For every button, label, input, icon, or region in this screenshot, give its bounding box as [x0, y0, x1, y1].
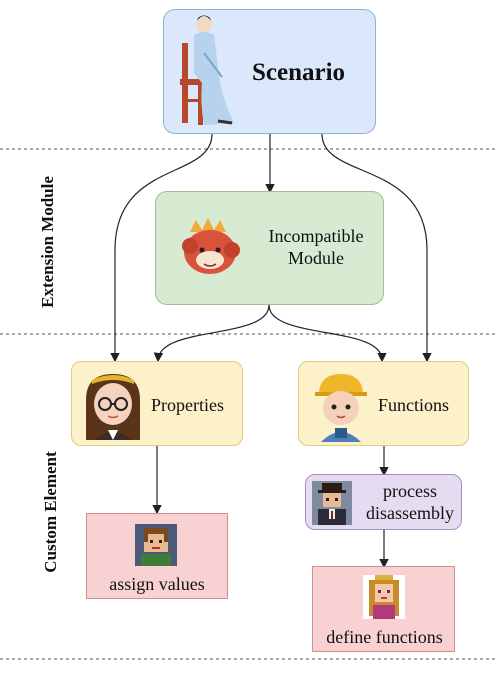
arrow-module-functions: [268, 304, 387, 363]
girl-glasses-icon: [86, 374, 140, 440]
boy-cap-icon: [315, 374, 367, 442]
incompatible-module-node: Incompatible Module: [155, 191, 384, 305]
princess-pixel-icon: [363, 575, 405, 619]
properties-label: Properties: [151, 395, 224, 415]
functions-label: Functions: [378, 395, 450, 415]
arrow-scenario-functions: [321, 133, 432, 363]
arrow-module-properties: [153, 304, 270, 363]
process-disassembly-label: process disassembly: [366, 481, 454, 523]
arrow-scenario-properties: [110, 133, 213, 363]
gentleman-pixel-icon: [312, 481, 352, 525]
process-disassembly-node: process disassembly: [305, 474, 462, 530]
define-functions-node: define functions: [312, 566, 455, 652]
scenario-node: Scenario: [163, 9, 376, 134]
lady-chair-icon: [180, 15, 234, 125]
dragon-icon: [182, 218, 240, 274]
scenario-label: Scenario: [252, 59, 346, 86]
define-functions-label: define functions: [326, 627, 443, 647]
properties-node: Properties: [71, 361, 243, 446]
assign-values-node: assign values: [86, 513, 228, 599]
functions-node: Functions: [298, 361, 469, 446]
assign-values-label: assign values: [109, 574, 205, 594]
boy-pixel-icon: [135, 524, 177, 566]
incompatible-module-label: Incompatible Module: [268, 226, 364, 268]
section-label-extension-module: Extension Module: [38, 176, 57, 308]
section-label-custom-element: Custom Element: [41, 451, 60, 573]
